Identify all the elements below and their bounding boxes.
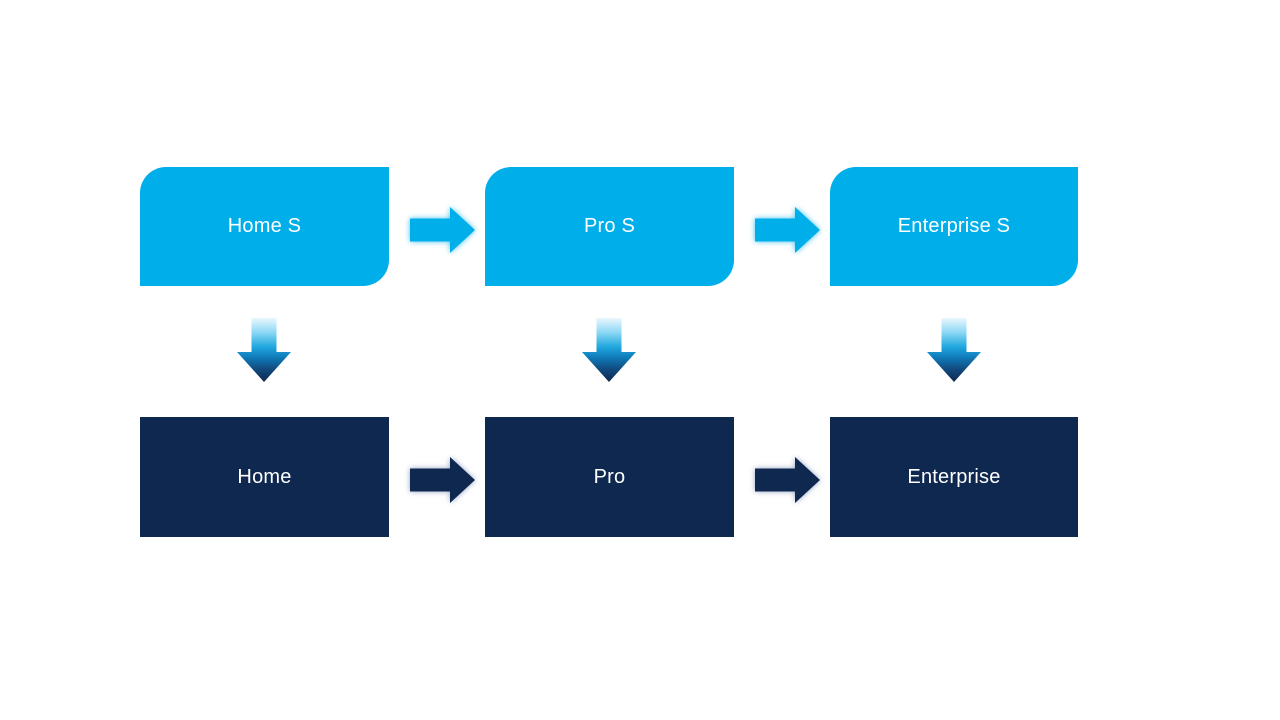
node-home-s: Home S bbox=[140, 167, 389, 286]
node-pro-label: Pro bbox=[593, 465, 626, 488]
node-enterprise-s: Enterprise S bbox=[830, 167, 1078, 286]
node-enterprise-s-label: Enterprise S bbox=[897, 215, 1011, 237]
node-home-s-label: Home S bbox=[227, 215, 302, 237]
down-arrow-icon bbox=[237, 318, 291, 382]
node-pro: Pro bbox=[485, 417, 734, 537]
down-arrow-icon bbox=[582, 318, 636, 382]
right-arrow-icon bbox=[755, 457, 820, 503]
node-enterprise: Enterprise bbox=[830, 417, 1078, 537]
right-arrow-icon bbox=[755, 207, 820, 253]
node-enterprise-label: Enterprise bbox=[907, 465, 1001, 488]
node-home: Home bbox=[140, 417, 389, 537]
node-home-label: Home bbox=[237, 465, 292, 488]
node-pro-s-label: Pro S bbox=[583, 215, 636, 237]
node-pro-s: Pro S bbox=[485, 167, 734, 286]
down-arrow-icon bbox=[927, 318, 981, 382]
right-arrow-icon bbox=[410, 207, 475, 253]
right-arrow-icon bbox=[410, 457, 475, 503]
